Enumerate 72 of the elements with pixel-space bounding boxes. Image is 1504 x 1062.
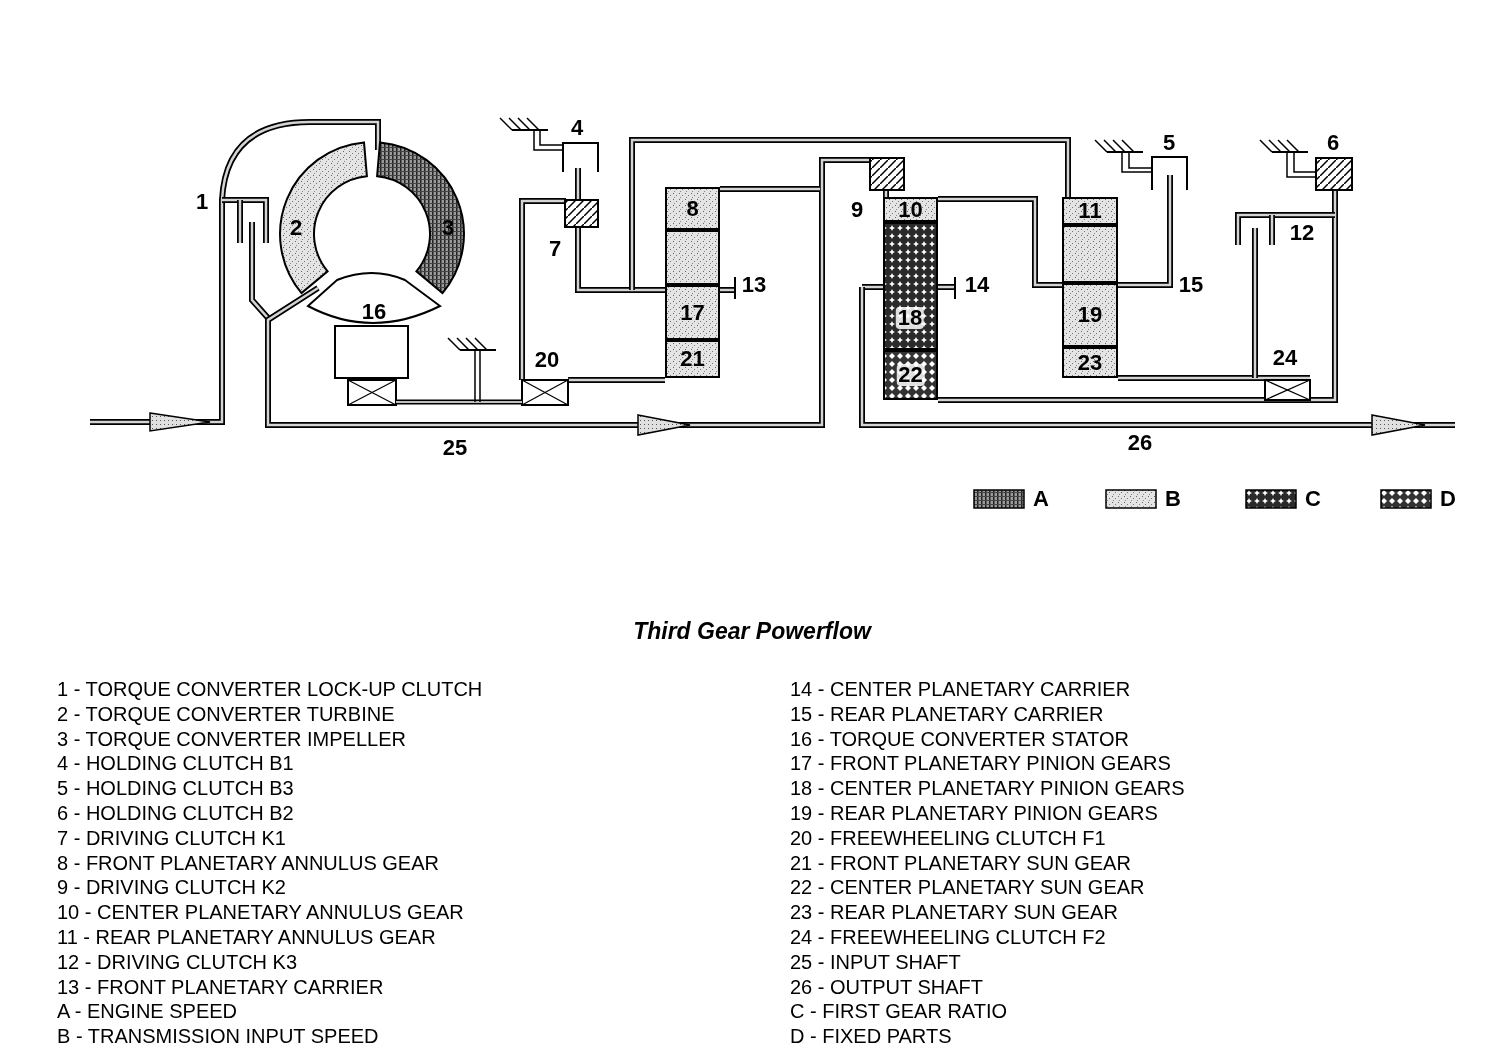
callout-number: 5: [1162, 132, 1176, 154]
key-entry: 10 - CENTER PLANETARY ANNULUS GEAR: [57, 902, 464, 923]
callout-number: 20: [534, 349, 560, 371]
gear-block: [1062, 347, 1118, 378]
legend-label: A: [1033, 488, 1049, 510]
key-entry: C - FIRST GEAR RATIO: [790, 1001, 1008, 1022]
key-entry: 16 - TORQUE CONVERTER STATOR: [790, 728, 1129, 749]
legend-label: C: [1305, 488, 1321, 510]
key-entry: 14 - CENTER PLANETARY CARRIER: [790, 679, 1131, 699]
key-entry: 26 - OUTPUT SHAFT: [790, 976, 983, 997]
gear-block: [883, 222, 938, 350]
gear-block: [1062, 197, 1118, 225]
diagram-title: Third Gear Powerflow: [633, 617, 871, 646]
key-entry: 13 - FRONT PLANETARY CARRIER: [57, 976, 384, 997]
part-number: 17: [680, 301, 705, 324]
callout-number: 1: [195, 191, 209, 213]
key-entry: 11 - REAR PLANETARY ANNULUS GEAR: [57, 927, 436, 947]
callout-number: 25: [442, 437, 468, 459]
key-entry: 4 - HOLDING CLUTCH B1: [57, 753, 294, 774]
part-number: 10: [898, 198, 923, 221]
key-entry: 21 - FRONT PLANETARY SUN GEAR: [790, 852, 1131, 873]
key-entry: D - FIXED PARTS: [790, 1026, 952, 1047]
part-number: 22: [896, 364, 925, 386]
legend-label: D: [1440, 488, 1456, 510]
key-entry: 18 - CENTER PLANETARY PINION GEARS: [790, 778, 1185, 799]
key-entry: B - TRANSMISSION INPUT SPEED: [57, 1026, 379, 1047]
key-entry: 2 - TORQUE CONVERTER TURBINE: [57, 703, 395, 724]
gear-block: [665, 187, 720, 230]
callout-number: 7: [548, 238, 562, 260]
key-entry: 1 - TORQUE CONVERTER LOCK-UP CLUTCH: [57, 679, 483, 699]
key-entry: 5 - HOLDING CLUTCH B3: [57, 778, 294, 799]
part-number: 18: [895, 307, 925, 329]
gear-block: [665, 340, 720, 378]
key-entry: A - ENGINE SPEED: [57, 1001, 238, 1022]
key-entry: 6 - HOLDING CLUTCH B2: [57, 803, 294, 823]
part-number: 16: [361, 301, 387, 323]
callout-number: 14: [964, 274, 990, 296]
part-number: 2: [289, 217, 303, 239]
key-entry: 19 - REAR PLANETARY PINION GEARS: [790, 803, 1158, 823]
callout-number: 12: [1289, 222, 1315, 244]
callout-number: 6: [1326, 132, 1340, 154]
part-number: 21: [680, 348, 705, 370]
key-entry: 25 - INPUT SHAFT: [790, 951, 961, 972]
legend-label: B: [1165, 488, 1181, 510]
callout-number: 9: [850, 199, 864, 221]
key-entry: 3 - TORQUE CONVERTER IMPELLER: [57, 728, 406, 749]
callout-number: 4: [570, 117, 584, 139]
callout-number: 13: [741, 274, 767, 296]
key-entry: 23 - REAR PLANETARY SUN GEAR: [790, 902, 1118, 923]
key-entry: 7 - DRIVING CLUTCH K1: [57, 827, 286, 848]
key-entry: 17 - FRONT PLANETARY PINION GEARS: [790, 753, 1171, 774]
gear-block: [1062, 283, 1118, 347]
part-number: 23: [1077, 351, 1103, 374]
gear-block: [883, 350, 938, 400]
part-number: 3: [441, 217, 455, 239]
key-entry: 9 - DRIVING CLUTCH K2: [57, 877, 286, 898]
part-number: 11: [1078, 200, 1102, 222]
gear-block: [1062, 225, 1118, 283]
part-number: 19: [1077, 304, 1103, 326]
callout-number: 24: [1272, 347, 1298, 369]
gear-block: [665, 285, 720, 340]
part-number: 8: [686, 197, 699, 220]
gear-block: [665, 230, 720, 285]
callout-number: 26: [1127, 432, 1153, 454]
callout-number: 15: [1178, 274, 1204, 296]
key-entry: 12 - DRIVING CLUTCH K3: [57, 951, 298, 972]
key-entry: 15 - REAR PLANETARY CARRIER: [790, 703, 1104, 724]
gear-block: [883, 197, 938, 222]
key-entry: 24 - FREEWHEELING CLUTCH F2: [790, 927, 1106, 947]
key-entry: 22 - CENTER PLANETARY SUN GEAR: [790, 877, 1145, 898]
key-entry: 8 - FRONT PLANETARY ANNULUS GEAR: [57, 852, 439, 873]
key-entry: 20 - FREEWHEELING CLUTCH F1: [790, 827, 1106, 848]
